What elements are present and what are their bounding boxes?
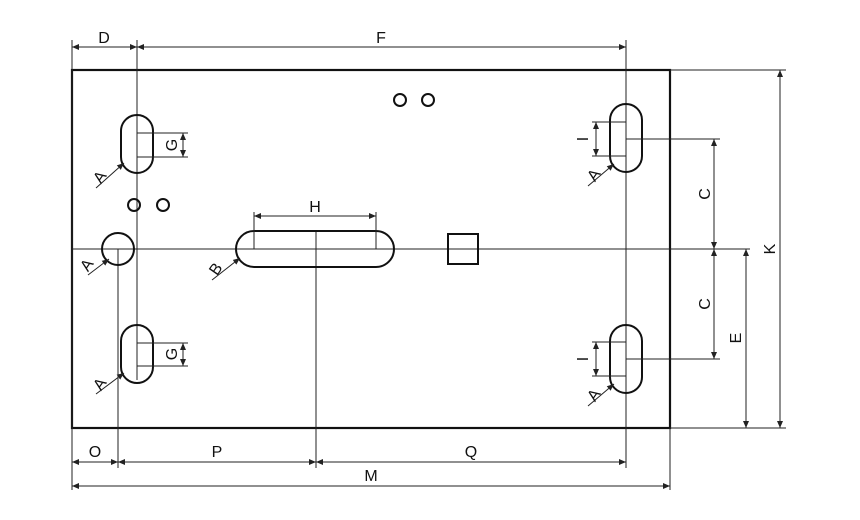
label-a-bottom-left: A (90, 375, 110, 394)
small-hole-left-1 (127, 198, 141, 212)
slot-bottom-left (120, 324, 154, 384)
label-k: K (762, 243, 779, 254)
round-hole (101, 232, 135, 266)
label-c-bottom: C (697, 298, 714, 310)
label-o: O (89, 444, 101, 461)
leader-b (211, 257, 241, 281)
leader-a-top-left (95, 162, 125, 189)
label-a-top-left: A (90, 168, 110, 187)
leader-a-bottom-left (95, 372, 125, 395)
label-a-hole: A (77, 256, 97, 275)
label-f: F (376, 30, 386, 47)
label-p: P (212, 444, 223, 461)
label-h: H (309, 199, 321, 216)
label-g-bottom: G (164, 348, 181, 360)
label-g-top: G (164, 139, 181, 151)
label-e: E (728, 333, 745, 344)
long-slot (235, 230, 395, 268)
label-c-top: C (697, 188, 714, 200)
label-m: M (364, 468, 377, 485)
label-q: Q (465, 444, 477, 461)
slot-top-right (609, 103, 643, 173)
small-hole-top-2 (421, 93, 435, 107)
label-a-bottom-right: A (584, 386, 604, 405)
small-hole-top-1 (393, 93, 407, 107)
label-b: B (206, 260, 226, 278)
small-hole-left-2 (156, 198, 170, 212)
leader-a-top-right (587, 163, 615, 187)
label-i-top: I (575, 137, 592, 141)
square-cutout (447, 233, 479, 265)
leader-a-hole (87, 258, 110, 276)
label-d: D (98, 30, 110, 47)
slot-top-left (120, 114, 154, 174)
label-a-top-right: A (584, 166, 604, 185)
label-i-bottom: I (575, 357, 592, 361)
leader-a-bottom-right (587, 383, 615, 407)
